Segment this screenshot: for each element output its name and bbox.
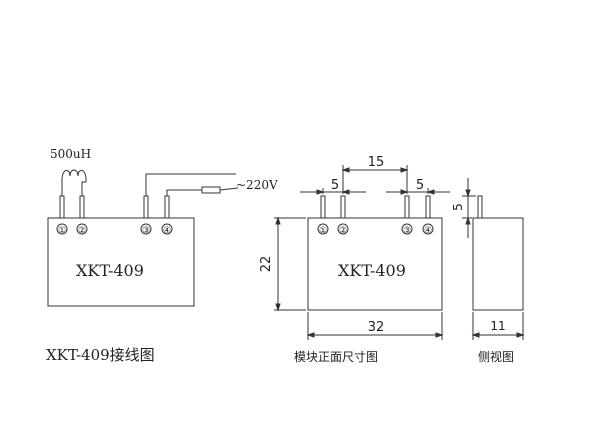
front-pin-2-label: ② [339,226,347,236]
front-pin-2 [340,195,346,219]
side-pin [477,195,483,219]
front-module-body [307,217,443,311]
dim-side-5-value: 5 [451,203,465,211]
dim-32-value: 32 [368,320,385,335]
inductor-coil [61,169,87,196]
side-view [462,178,525,340]
wiring-pin-1-label: ① [58,226,66,236]
wire-pin3 [145,173,236,196]
dim-15-value: 15 [368,155,385,170]
front-caption: 模块正面尺寸图 [294,350,378,364]
wiring-pin-2-label: ② [78,226,86,236]
front-pin-1 [320,195,326,219]
front-pin-3-label: ③ [403,226,411,236]
front-pin-4 [425,195,431,219]
voltage-label: ~220V [236,178,278,192]
dim-22-value: 22 [259,256,274,273]
front-pin-1-label: ① [319,226,327,236]
front-view [274,165,450,340]
side-caption: 侧视图 [478,349,514,364]
wiring-pin-4 [164,195,170,219]
wiring-module-label: XKT-409 [76,261,144,280]
wiring-pin-1 [59,195,65,219]
wiring-caption: XKT-409接线图 [46,346,155,364]
wiring-pin-4-label: ④ [163,226,171,236]
front-pin-3 [404,195,410,219]
dim-11-value: 11 [490,319,505,333]
wiring-pin-3 [143,195,149,219]
dim-5-left-value: 5 [331,178,339,193]
dim-5-right-value: 5 [416,178,424,193]
inductor-label: 500uH [50,147,91,161]
side-module-body [472,217,524,311]
wire-pin4 [166,189,202,196]
fuse [201,186,221,194]
wiring-pin-3-label: ③ [142,226,150,236]
wiring-module-body [47,217,195,307]
front-module-label: XKT-409 [338,261,406,280]
wiring-pin-2 [79,195,85,219]
front-pin-4-label: ④ [424,226,432,236]
wiring-diagram [47,169,239,307]
